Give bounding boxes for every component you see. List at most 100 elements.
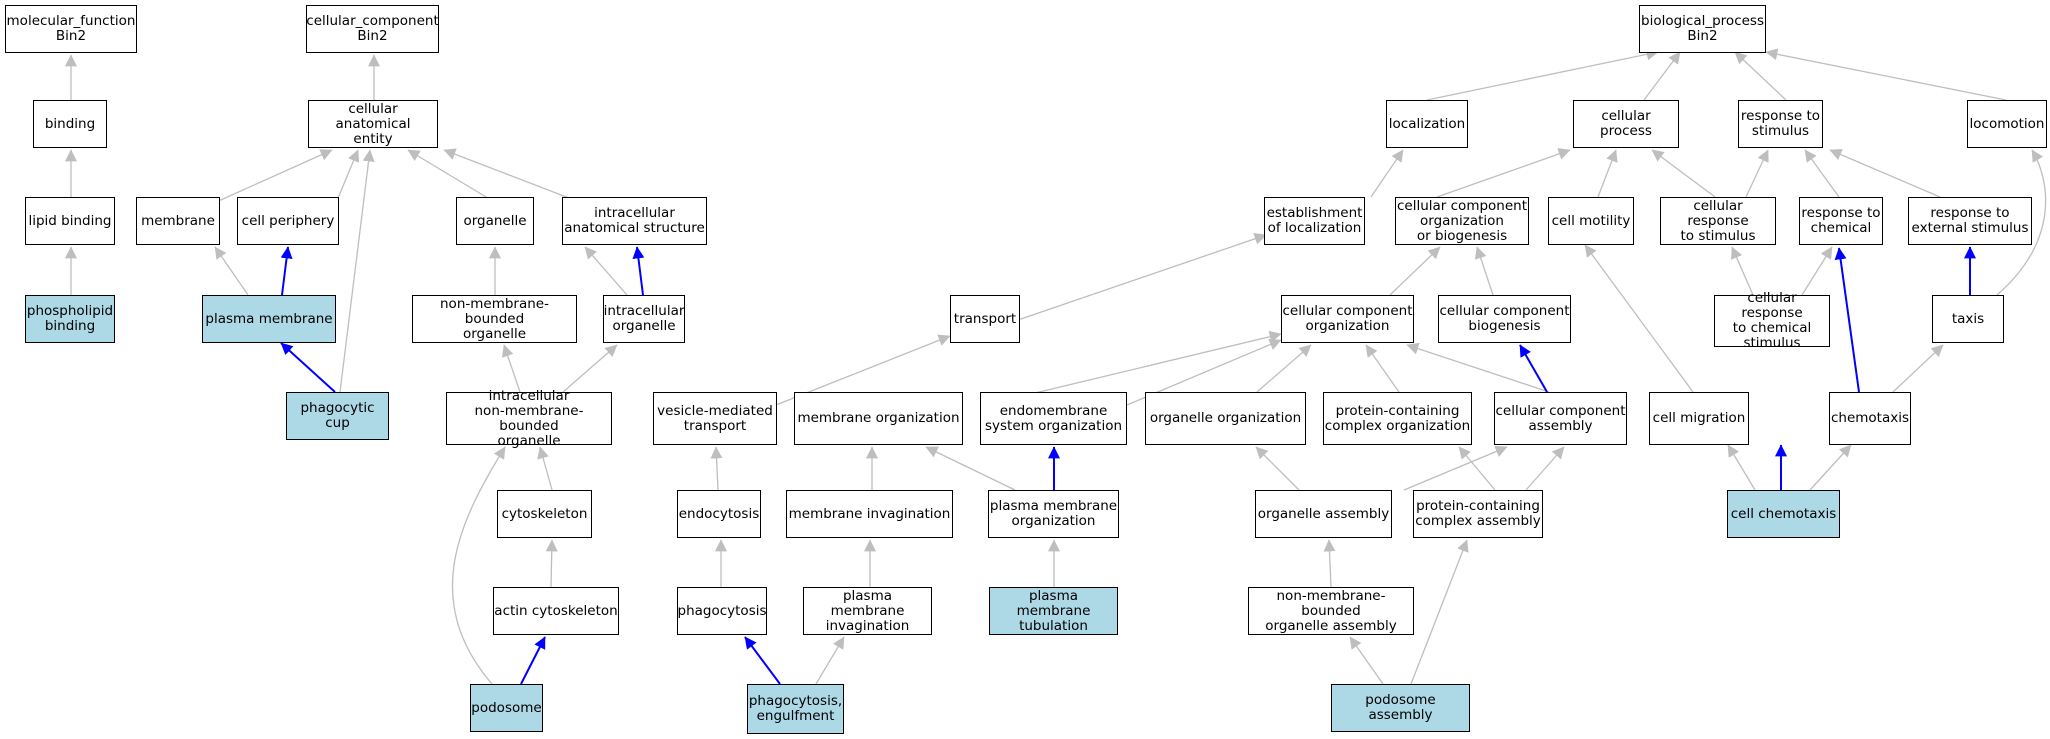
edge	[545, 539, 558, 588]
edge	[1804, 149, 1840, 198]
node-organelle: organelle	[456, 197, 534, 245]
node-cellular-component-organization: cellular component organization	[1281, 295, 1414, 343]
node-membrane-invagination: membrane invagination	[786, 490, 953, 538]
edge-highlighted	[1519, 344, 1548, 393]
node-cytoskeleton: cytoskeleton	[497, 490, 592, 538]
edge-highlighted	[744, 636, 781, 685]
node-endocytosis: endocytosis	[677, 490, 761, 538]
node-taxis: taxis	[1932, 295, 2004, 343]
node-plasma-membrane-invagination: plasma membrane invagination	[803, 587, 932, 635]
node-cellular-response-to-stimulus: cellular response to stimulus	[1660, 197, 1776, 245]
edge	[451, 446, 506, 685]
node-membrane: membrane	[136, 197, 220, 245]
node-cell-migration: cell migration	[1649, 392, 1749, 445]
node-cellular-component-root: cellular_component Bin2	[306, 5, 439, 53]
node-biological-process-root: biological_process Bin2	[1639, 5, 1766, 53]
node-cellular-component-assembly: cellular component assembly	[1494, 392, 1627, 445]
edge	[443, 148, 583, 204]
edge	[584, 246, 628, 296]
edge	[214, 246, 249, 296]
edge	[1458, 446, 1496, 491]
node-intracellular-anatomical-structure: intracellular anatomical structure	[562, 197, 707, 245]
node-transport: transport	[950, 295, 1020, 343]
edge	[925, 446, 1016, 491]
edge	[1349, 636, 1384, 685]
node-plasma-membrane: plasma membrane	[202, 295, 336, 343]
edge	[1745, 149, 1769, 198]
edge	[407, 149, 497, 204]
node-cell-motility: cell motility	[1548, 197, 1634, 245]
node-intracellular-organelle: intracellular organelle	[603, 295, 685, 343]
edge	[1365, 344, 1400, 393]
edge	[1436, 148, 1571, 198]
edge	[1255, 446, 1300, 491]
edge	[1809, 444, 1852, 491]
node-response-to-external-stimulus: response to external stimulus	[1908, 197, 2032, 245]
edge	[1017, 233, 1267, 321]
edge	[1256, 344, 1312, 393]
edge	[1801, 246, 1833, 296]
edge	[815, 636, 845, 685]
edge	[1584, 244, 1694, 393]
node-cellular-process: cellular process	[1573, 100, 1679, 148]
node-organelle-organization: organelle organization	[1145, 392, 1306, 445]
node-binding: binding	[33, 100, 107, 148]
node-cell-chemotaxis: cell chemotaxis	[1727, 490, 1840, 538]
node-cell-periphery: cell periphery	[237, 197, 339, 245]
edge	[1892, 344, 1944, 393]
node-plasma-membrane-tubulation: plasma membrane tubulation	[989, 587, 1118, 635]
node-plasma-membrane-organization: plasma membrane organization	[988, 490, 1119, 538]
node-protein-containing-complex-assembly: protein-containing complex assembly	[1413, 490, 1543, 538]
edge	[1403, 445, 1508, 491]
node-phagocytosis-engulfment: phagocytosis, engulfment	[747, 684, 844, 734]
edge-highlighted	[1834, 247, 1860, 393]
node-membrane-organization: membrane organization	[794, 392, 963, 445]
node-establishment-of-localization: establishment of localization	[1264, 197, 1365, 245]
edge	[537, 446, 553, 491]
edge	[1996, 149, 2047, 296]
edge	[1525, 446, 1565, 491]
edge	[1410, 539, 1469, 685]
node-cellular-response-to-chemical-stimulus: cellular response to chemical stimulus	[1714, 291, 1830, 351]
edge	[1651, 149, 1716, 198]
edge-highlighted	[632, 246, 645, 296]
node-non-membrane-bounded-organelle-assembly: non-membrane-bounded organelle assembly	[1248, 587, 1414, 635]
edge	[1474, 246, 1494, 296]
node-vesicle-mediated-transport: vesicle-mediated transport	[653, 392, 777, 445]
edge-highlighted	[520, 636, 546, 685]
edge	[339, 149, 375, 393]
node-cellular-anatomical-entity: cellular anatomical entity	[308, 100, 438, 148]
node-podosome: podosome	[470, 684, 543, 732]
node-phospholipid-binding: phospholipid binding	[25, 295, 115, 343]
node-podosome-assembly: podosome assembly	[1331, 684, 1470, 732]
edge	[1643, 51, 1681, 101]
node-locomotion: locomotion	[1967, 100, 2047, 148]
edge-highlighted	[280, 342, 336, 393]
edge	[1406, 342, 1550, 393]
node-cellular-component-organization-or-biogenesis: cellular component organization or bioge…	[1395, 197, 1529, 245]
node-intracellular-non-membrane-bounded-organelle: intracellular non-membrane-bounded organ…	[446, 388, 612, 448]
edge	[1727, 444, 1756, 491]
node-response-to-stimulus: response to stimulus	[1738, 100, 1823, 148]
node-localization: localization	[1386, 100, 1468, 148]
edge	[1597, 149, 1618, 198]
node-molecular-function-root: molecular_function Bin2	[5, 5, 137, 53]
node-response-to-chemical: response to chemical	[1799, 197, 1883, 245]
node-lipid-binding: lipid binding	[25, 197, 115, 245]
node-cellular-component-biogenesis: cellular component biogenesis	[1438, 295, 1571, 343]
node-phagocytosis: phagocytosis	[677, 587, 767, 635]
node-protein-containing-complex-organization: protein-containing complex organization	[1323, 392, 1472, 445]
edge	[562, 344, 618, 393]
edge	[1389, 246, 1441, 296]
edge	[501, 344, 521, 393]
node-non-membrane-bounded-organelle: non-membrane-bounded organelle	[412, 295, 577, 343]
edge-highlighted	[280, 246, 293, 296]
edge	[1370, 149, 1404, 198]
node-organelle-assembly: organelle assembly	[1255, 490, 1392, 538]
edge	[1731, 246, 1754, 296]
node-chemotaxis: chemotaxis	[1829, 392, 1911, 445]
edge	[1829, 148, 1941, 198]
edge	[335, 149, 360, 204]
